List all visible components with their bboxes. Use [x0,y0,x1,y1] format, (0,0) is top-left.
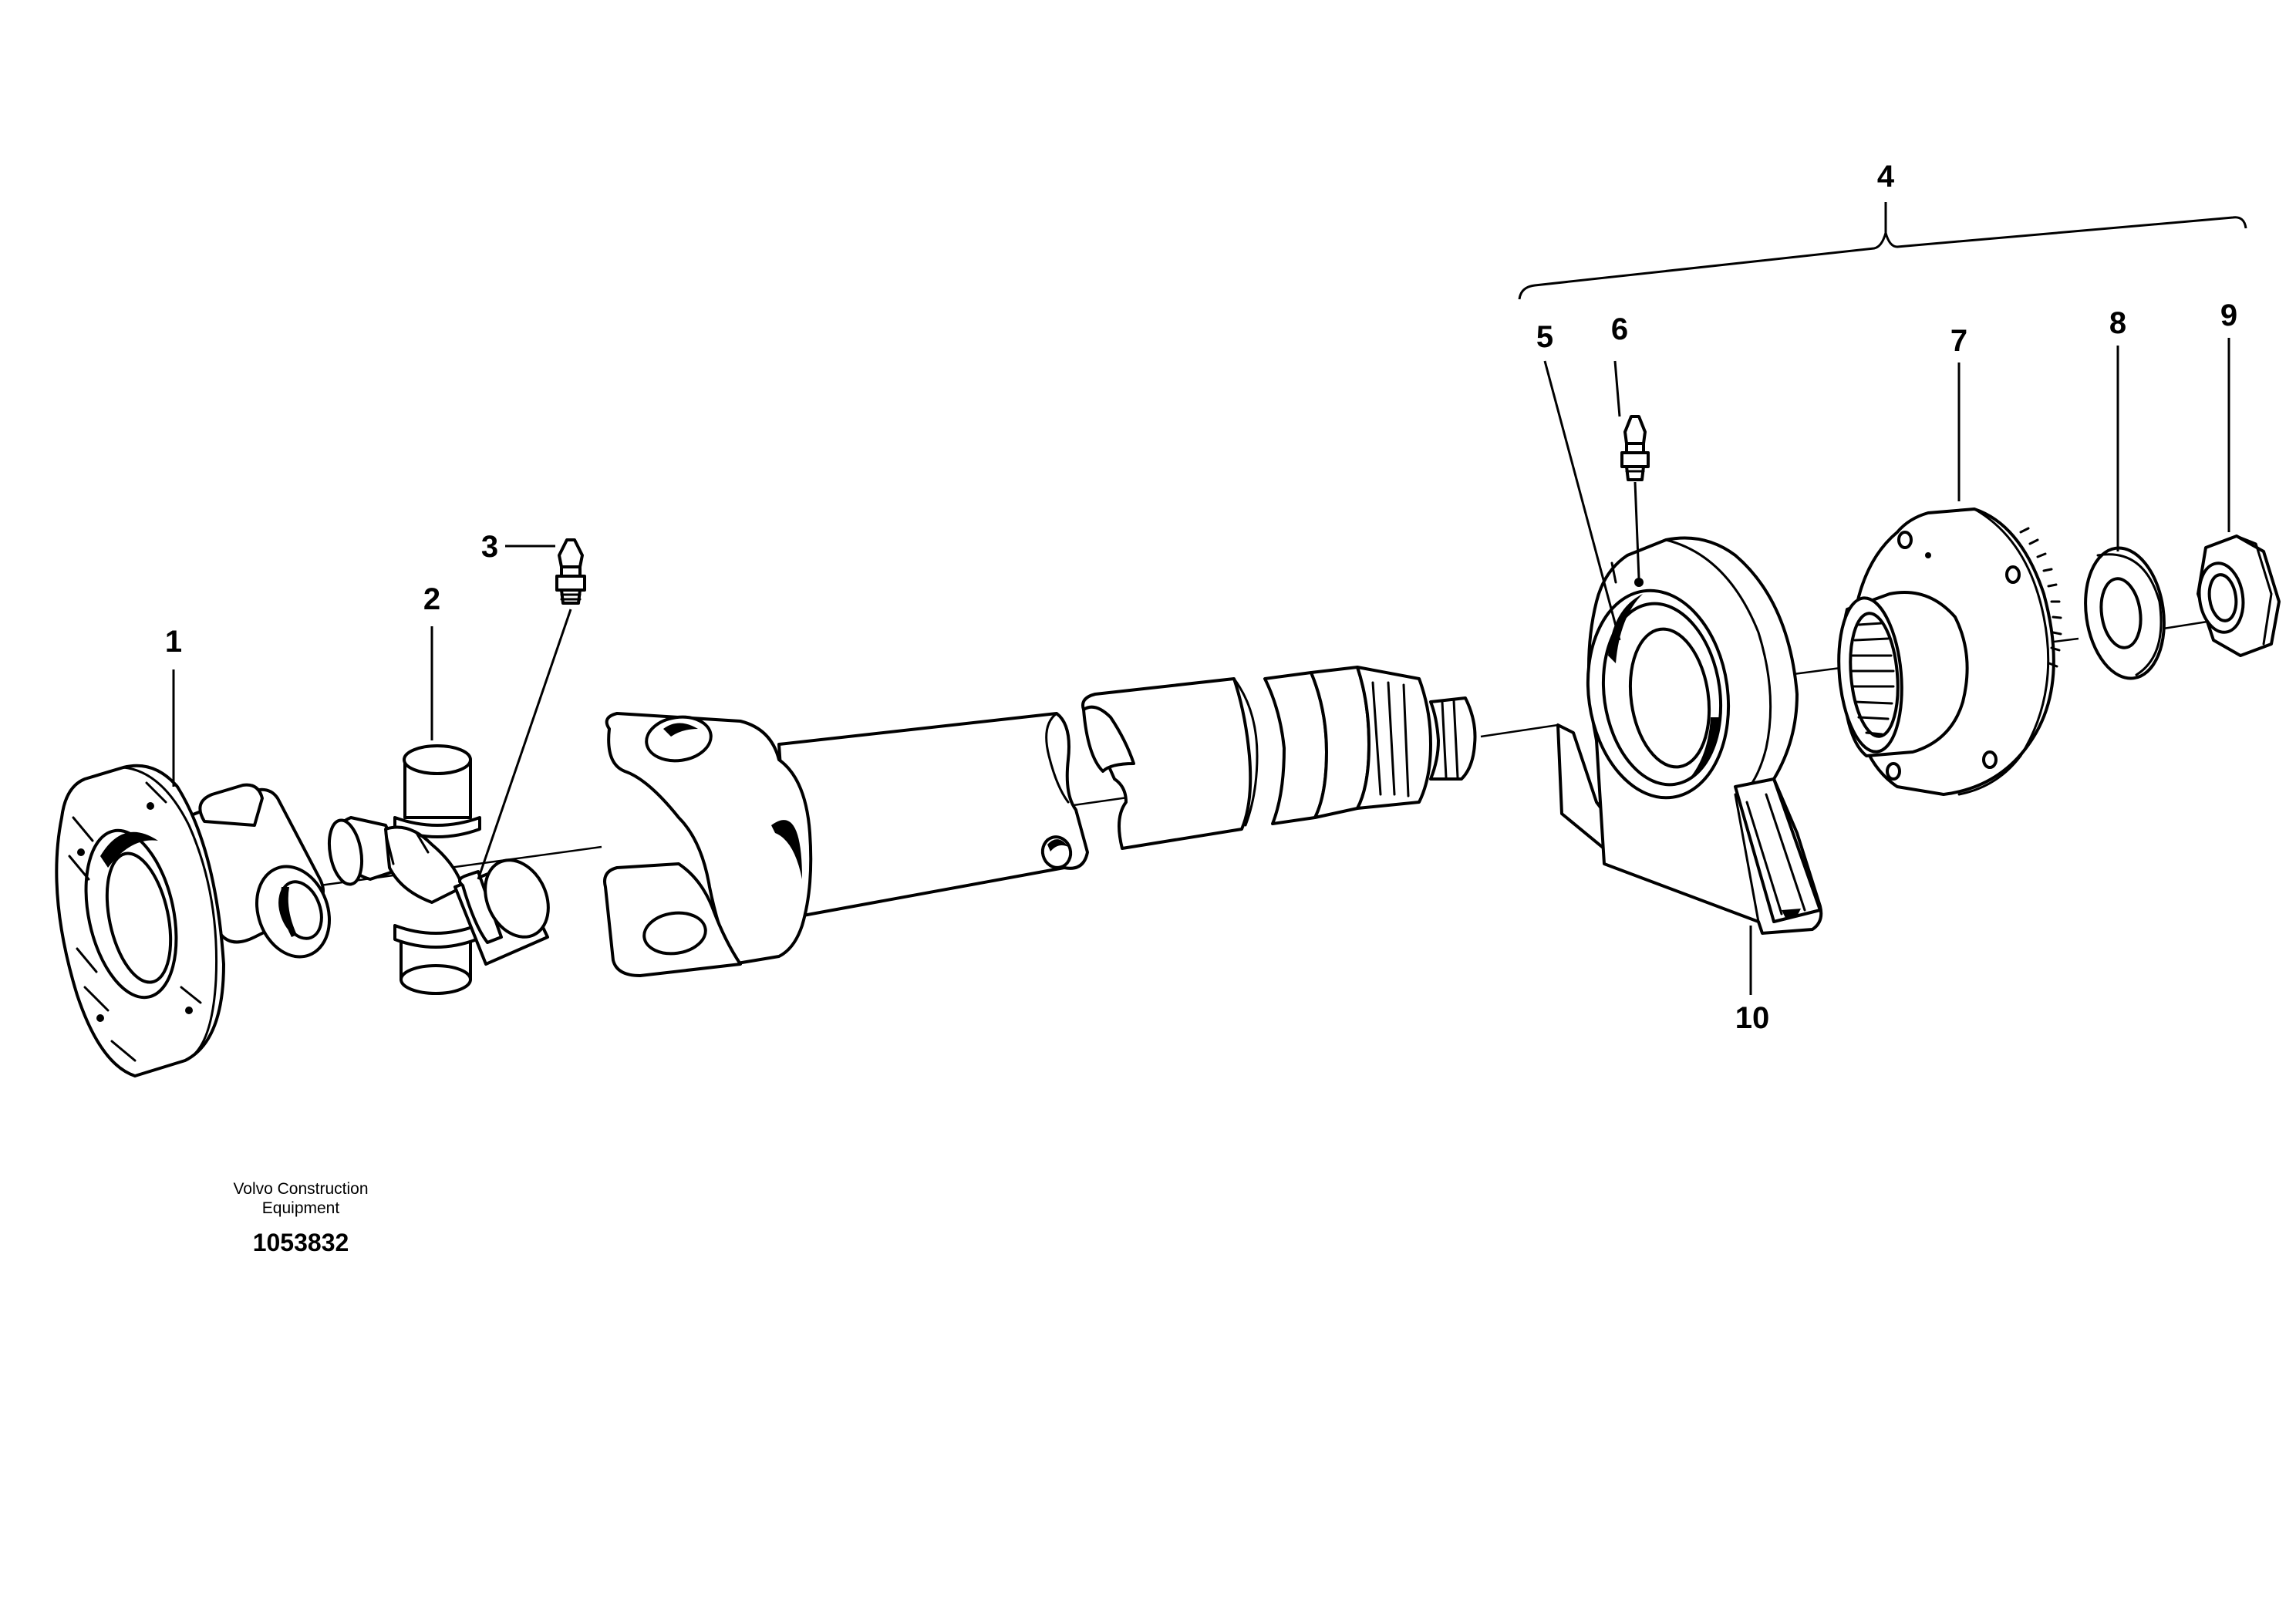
grease-nipple-small [555,538,586,605]
manufacturer-line-1: Volvo Construction [233,1180,368,1198]
leader-lines [172,338,2230,995]
propeller-shaft-yoke-tube [603,712,1089,977]
callout-3: 3 [481,530,498,564]
callout-10: 10 [1735,1001,1770,1035]
slip-sleeve [1081,666,1477,850]
hex-nut [2197,534,2281,657]
washer [2084,546,2166,680]
callout-8: 8 [2109,306,2126,340]
manufacturer-line-2: Equipment [262,1199,340,1217]
flange-yoke [55,764,332,1077]
callout-6: 6 [1611,312,1628,346]
callout-1: 1 [165,625,182,659]
callout-5: 5 [1536,320,1553,354]
callout-2: 2 [423,582,440,616]
callout-7: 7 [1950,324,1967,358]
flange-gear-teeth [2019,527,2062,668]
universal-joint-cross [327,744,550,995]
bearing-insert [1586,588,1731,800]
drawing-number: 1053832 [253,1229,349,1256]
grease-nipple-bearing [1620,415,1650,481]
companion-flange [1837,508,2062,796]
callout-9: 9 [2220,298,2237,332]
group-bracket [1518,216,2247,300]
callout-4: 4 [1877,160,1895,194]
